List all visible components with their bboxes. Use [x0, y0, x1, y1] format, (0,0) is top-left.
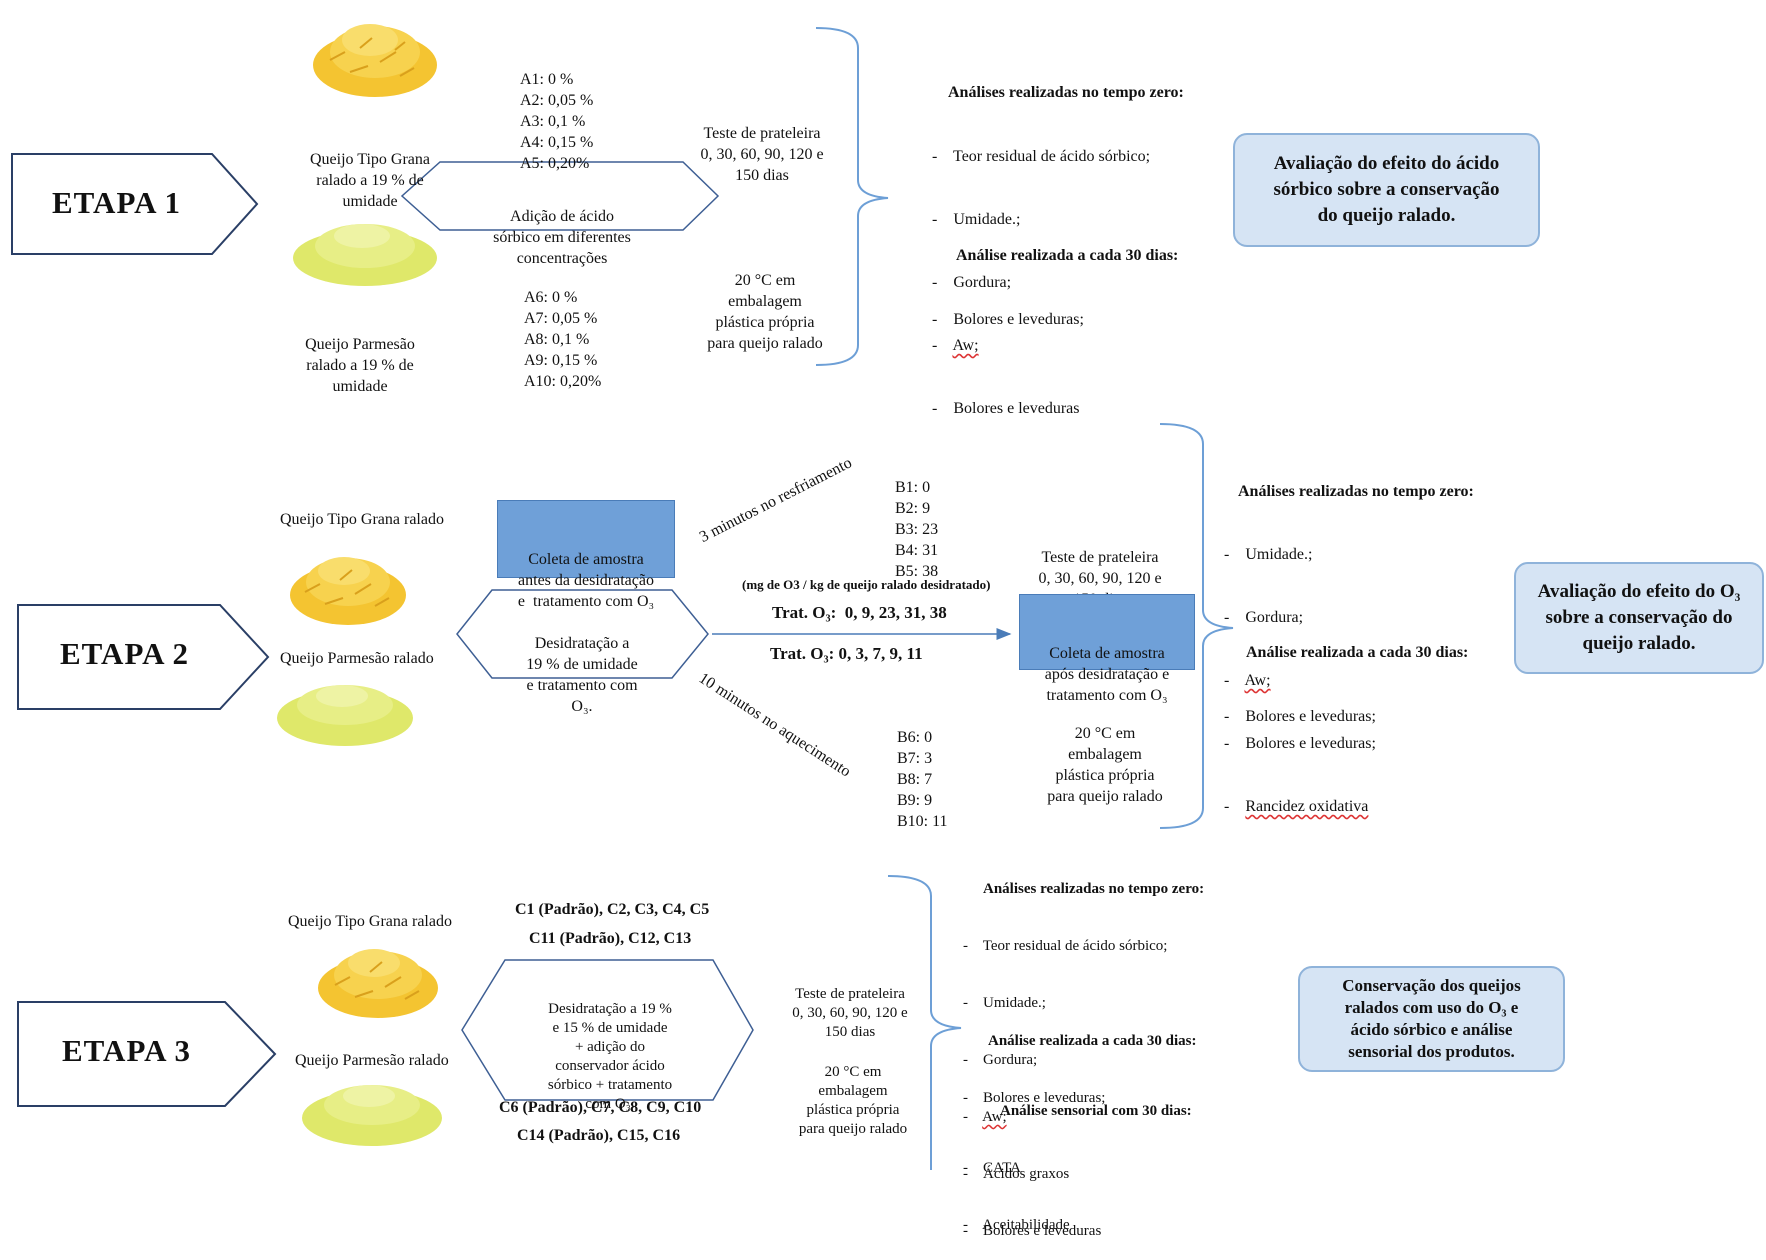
- etapa-2-arrow: [17, 604, 270, 710]
- etapa-3-top-codes-2: C11 (Padrão), C12, C13: [529, 930, 692, 947]
- cheese-parmesao-image-3: [302, 1085, 442, 1146]
- etapa-1-treatments-grana: A1: 0 %A2: 0,05 %A3: 0,1 %A4: 0,15 %A5: …: [520, 71, 594, 172]
- etapa-2-period-title: Análise realizada a cada 30 dias:: [1246, 644, 1469, 661]
- etapa-2-zero-title: Análises realizadas no tempo zero:: [1238, 483, 1474, 500]
- cheese-parmesao-image-1: [293, 224, 437, 286]
- etapa-2-zero-list: - Umidade.; - Gordura; - Aw; - Bolores e…: [1224, 546, 1376, 815]
- etapa-2-cheese-grana-label: Queijo Tipo Grana ralado: [280, 511, 444, 528]
- etapa-3-bottom-codes-2: C14 (Padrão), C15, C16: [517, 1127, 681, 1144]
- etapa-3-zero-title: Análises realizadas no tempo zero:: [983, 881, 1205, 897]
- etapa-1-arrow: [11, 153, 259, 255]
- etapa-2-process-hexagon: [456, 589, 709, 679]
- etapa-1-zero-title: Análises realizadas no tempo zero:: [948, 84, 1184, 101]
- etapa-1-process-hexagon: [400, 161, 720, 231]
- etapa-2-cheese-parmesao-label: Queijo Parmesão ralado: [280, 650, 434, 667]
- etapa-3-process-hexagon: [461, 959, 754, 1101]
- diagram-shapes: [11, 24, 1234, 1170]
- etapa-1-period-list: - Bolores e leveduras;: [932, 311, 1084, 328]
- cheese-parmesao-image-2: [277, 685, 413, 746]
- etapa-3-sensory-title: Análise sensorial com 30 dias:: [1000, 1103, 1192, 1119]
- cheese-grana-image-3: [318, 949, 438, 1018]
- etapa-3-cheese-parmesao-label: Queijo Parmesão ralado: [295, 1052, 449, 1069]
- etapa-1-treatments-parmesao: A6: 0 %A7: 0,05 %A8: 0,1 %A9: 0,15 %A10:…: [524, 289, 602, 390]
- etapa-2-trat-lower: Trat. O₃: 0, 3, 7, 9, 11: [770, 644, 923, 663]
- etapa-1-label: ETAPA 1: [52, 185, 182, 220]
- etapa-1-zero-list: - Teor residual de ácido sórbico; - Umid…: [932, 148, 1151, 417]
- etapa-3-period-list: - Bolores e leveduras;: [963, 1090, 1106, 1106]
- etapa-3-arrow: [17, 1001, 277, 1107]
- etapa-3-zero-list: - Teor residual de ácido sórbico; - Umid…: [963, 938, 1168, 1239]
- etapa-2-unit-label: (mg de O3 / kg de queijo ralado desidrat…: [742, 577, 991, 592]
- etapa-1-bracket: [815, 27, 889, 366]
- etapa-1-period-title: Análise realizada a cada 30 dias:: [956, 247, 1179, 264]
- etapa-3-bottom-codes-1: C6 (Padrão), C7, C8, C9, C10: [499, 1099, 702, 1116]
- etapa-3-cheese-grana-label: Queijo Tipo Grana ralado: [288, 913, 452, 930]
- etapa-3-bracket: [887, 875, 962, 1170]
- etapa-2-trat-upper: Trat. O₃: 0, 9, 23, 31, 38: [772, 603, 947, 622]
- cheese-grana-image-1: [313, 24, 437, 97]
- etapa-2-period-list: - Bolores e leveduras;: [1224, 708, 1376, 725]
- etapa-3-top-codes-1: C1 (Padrão), C2, C3, C4, C5: [515, 901, 710, 918]
- etapa-2-label: ETAPA 2: [60, 636, 190, 671]
- etapa-3-label: ETAPA 3: [62, 1033, 192, 1068]
- etapa-2-bracket: [1159, 423, 1234, 829]
- etapa-3-period-title: Análise realizada a cada 30 dias:: [988, 1033, 1197, 1049]
- etapa-3-sensory-list: - CATA - Aceitabilidade: [963, 1160, 1070, 1233]
- etapa-3-process-label: Desidratação a 19 %e 15 % de umidade+ ad…: [547, 1001, 673, 1112]
- cheese-grana-image-2: [290, 557, 406, 625]
